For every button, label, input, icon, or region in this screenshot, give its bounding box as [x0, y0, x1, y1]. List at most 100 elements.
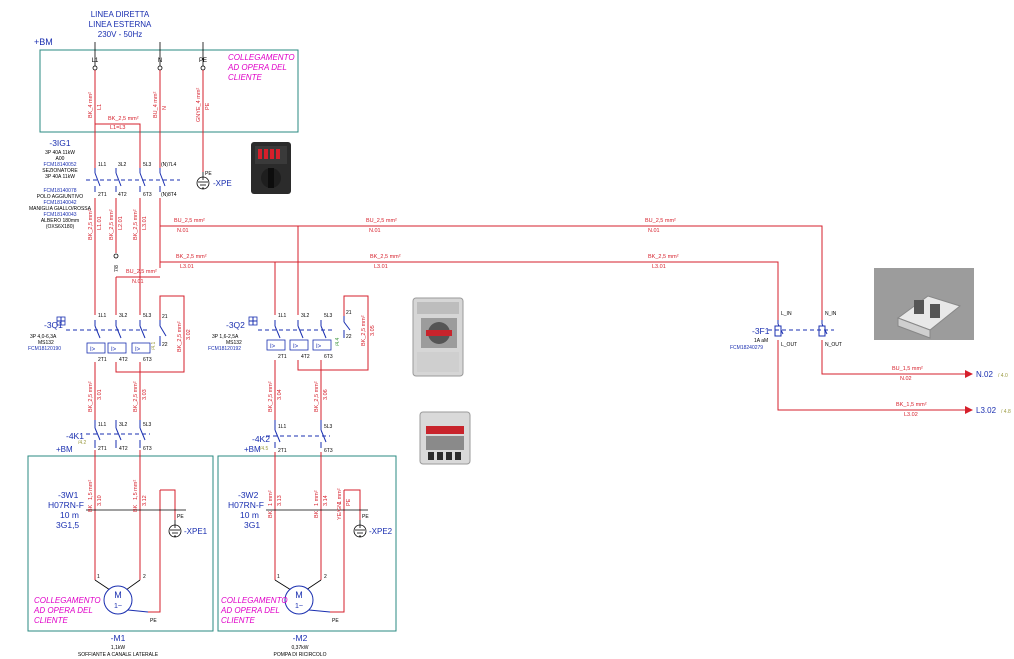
svg-text:N.01: N.01: [177, 228, 189, 234]
mpcb-3q1[interactable]: -3Q1 3P 4,0-6,3A MS132 FCM18120190 1L1 3…: [28, 313, 168, 363]
svg-text:I>: I>: [293, 344, 299, 350]
svg-text:GNYE_4 mm²: GNYE_4 mm²: [196, 88, 202, 122]
output-l302-wire: [777, 340, 965, 411]
output-n02[interactable]: BU_1,5 mm² N.02 N.02 / 4.0: [892, 366, 1008, 382]
n-pin-label: 7/8: [114, 265, 120, 272]
svg-text:L1: L1: [97, 104, 103, 110]
cable-3w2[interactable]: -3W2 H07RN-F 10 m 3G1 BK 1 mm² 3.13 BK 1…: [228, 488, 352, 530]
motor-m1[interactable]: 1 2 M 1~ PE: [94, 574, 157, 624]
output-n02-target: N.02: [976, 370, 993, 379]
svg-text:COLLEGAMENTO: COLLEGAMENTO: [221, 596, 288, 605]
svg-text:3P 40A 11kW: 3P 40A 11kW: [45, 150, 75, 156]
svg-text:POLO AGGIUNTIVO: POLO AGGIUNTIVO: [37, 194, 84, 200]
svg-text:22: 22: [346, 334, 352, 340]
motor-m2[interactable]: 1 2 M 1~ PE: [274, 574, 339, 624]
field-bm-2: +BM: [244, 445, 261, 454]
contactor-4k2[interactable]: -4K2 /4.5 1L1 5L3 2T1 6T3: [252, 420, 333, 454]
svg-text:3.14: 3.14: [323, 495, 329, 506]
svg-text:N.01: N.01: [132, 279, 144, 285]
svg-text:BK: BK: [268, 510, 274, 518]
svg-text:3L2: 3L2: [119, 313, 128, 319]
bus-n01: [160, 225, 823, 320]
supply-terminals: L1 N PE: [92, 42, 207, 71]
m1-pe-wire: [160, 489, 176, 520]
motor2-frame: [217, 455, 397, 632]
mpcb2-tag: -3Q2: [226, 320, 245, 330]
svg-text:BU_1,5 mm²: BU_1,5 mm²: [892, 366, 923, 372]
motor1-tag: -M1: [111, 633, 126, 643]
svg-text:BK_2,5 mm²: BK_2,5 mm²: [361, 315, 367, 346]
fuse-holder-photo: [874, 268, 974, 340]
xpe2-tag: -XPE2: [369, 527, 393, 536]
svg-text:FCM18140052: FCM18140052: [43, 162, 76, 168]
svg-text:2T1: 2T1: [98, 192, 107, 198]
svg-text:I>: I>: [270, 344, 276, 350]
svg-text:AD OPERA DEL: AD OPERA DEL: [33, 606, 93, 615]
svg-text:3L2: 3L2: [301, 313, 310, 319]
svg-text:5L3: 5L3: [324, 313, 333, 319]
svg-text:N_OUT: N_OUT: [825, 342, 842, 348]
svg-text:1 mm²: 1 mm²: [314, 490, 320, 506]
svg-text:/4.5: /4.5: [260, 446, 269, 452]
ground-xpe: PE -XPE: [196, 171, 232, 190]
svg-text:I>: I>: [135, 347, 141, 353]
output-n02-wire: [821, 340, 965, 375]
svg-text:3.10: 3.10: [97, 495, 103, 506]
ground-xpe2: PE -XPE2: [353, 514, 393, 538]
output-l302-target: L3.02: [976, 406, 997, 415]
svg-text:1: 1: [97, 574, 100, 580]
svg-text:A00: A00: [56, 156, 65, 162]
svg-text:/4.2: /4.2: [78, 440, 87, 446]
title-line-1: LINEA DIRETTA: [91, 10, 150, 19]
cable2-type: H07RN-F: [228, 500, 264, 510]
svg-text:3.01: 3.01: [97, 389, 103, 400]
svg-text:BK_2,5 mm²: BK_2,5 mm²: [268, 381, 274, 412]
cable-3w1[interactable]: -3W1 H07RN-F 10 m 3G1,5 BK 1,5 mm² 3.10 …: [48, 480, 148, 530]
svg-text:MS132: MS132: [226, 340, 242, 346]
svg-text:(N)7L4: (N)7L4: [161, 162, 177, 168]
svg-text:21: 21: [346, 310, 352, 316]
svg-text:1,5 mm²: 1,5 mm²: [88, 480, 94, 500]
svg-text:BK_2,5 mm²: BK_2,5 mm²: [88, 209, 94, 240]
svg-text:N.01: N.01: [648, 228, 660, 234]
svg-text:1L1: 1L1: [278, 313, 287, 319]
svg-text:L1.01: L1.01: [97, 216, 103, 230]
cable1-type: H07RN-F: [48, 500, 84, 510]
title-line-2: LINEA ESTERNA: [89, 20, 152, 29]
svg-text:BU_4 mm²: BU_4 mm²: [153, 92, 159, 118]
svg-text:(N)8T4: (N)8T4: [161, 192, 177, 198]
supply-wire-labels: BK_4 mm² L1 BU_4 mm² N GNYE_4 mm² PE: [88, 88, 211, 122]
svg-text:SEZIONATORE: SEZIONATORE: [42, 168, 78, 174]
svg-text:PE: PE: [205, 102, 211, 110]
svg-text:3P 4,0-6,3A: 3P 4,0-6,3A: [30, 334, 57, 340]
output-l302[interactable]: BK_1,5 mm² L3.02 L3.02 / 4.8: [896, 402, 1011, 418]
svg-text:BU_2,5 mm²: BU_2,5 mm²: [174, 218, 205, 224]
svg-text:L2.01: L2.01: [118, 216, 124, 230]
svg-text:MS132: MS132: [38, 340, 54, 346]
svg-text:BK: BK: [133, 504, 139, 512]
svg-text:3.12: 3.12: [142, 495, 148, 506]
svg-text:COLLEGAMENTO: COLLEGAMENTO: [228, 53, 295, 62]
svg-text:BK_2,5 mm²: BK_2,5 mm²: [314, 381, 320, 412]
svg-text:N.02: N.02: [900, 376, 912, 382]
svg-text:3.03: 3.03: [142, 389, 148, 400]
svg-text:FCM18140043: FCM18140043: [43, 212, 76, 218]
disconnector-3ig1[interactable]: -3IG1 3P 40A 11kW A00 FCM18140052 SEZION…: [29, 138, 180, 230]
svg-text:BK_2,5 mm²: BK_2,5 mm²: [88, 381, 94, 412]
svg-text:/ 4.8: / 4.8: [1001, 409, 1011, 415]
svg-text:PE: PE: [362, 514, 369, 520]
svg-text:1L1: 1L1: [98, 313, 107, 319]
contactor-4k1[interactable]: -4K1 /4.2 1L1 3L2 5L3 2T1 4T2 6T3: [66, 420, 152, 452]
svg-text:L_OUT: L_OUT: [781, 342, 797, 348]
bridge-spec: BK_2,5 mm²: [108, 116, 139, 122]
mpcb-3q2[interactable]: -3Q2 3P 1,6-2,5A MS132 FCM18120192 1L1 3…: [208, 310, 352, 360]
xpe-tag: -XPE: [213, 179, 232, 188]
svg-text:I>: I>: [316, 344, 322, 350]
fuse-3f1[interactable]: -3F1 1A aM FCM18240279 L_IN N_IN L_OUT N…: [730, 311, 842, 351]
svg-text:PE: PE: [177, 514, 184, 520]
contactor1-tag: -4K1: [66, 431, 84, 441]
m2-supply-labels: BK_2,5 mm² 3.04 BK_2,5 mm² 3.06: [268, 381, 329, 412]
svg-text:FCM18240279: FCM18240279: [730, 345, 763, 351]
svg-text:5L3: 5L3: [143, 313, 152, 319]
svg-text:2T1: 2T1: [98, 357, 107, 363]
